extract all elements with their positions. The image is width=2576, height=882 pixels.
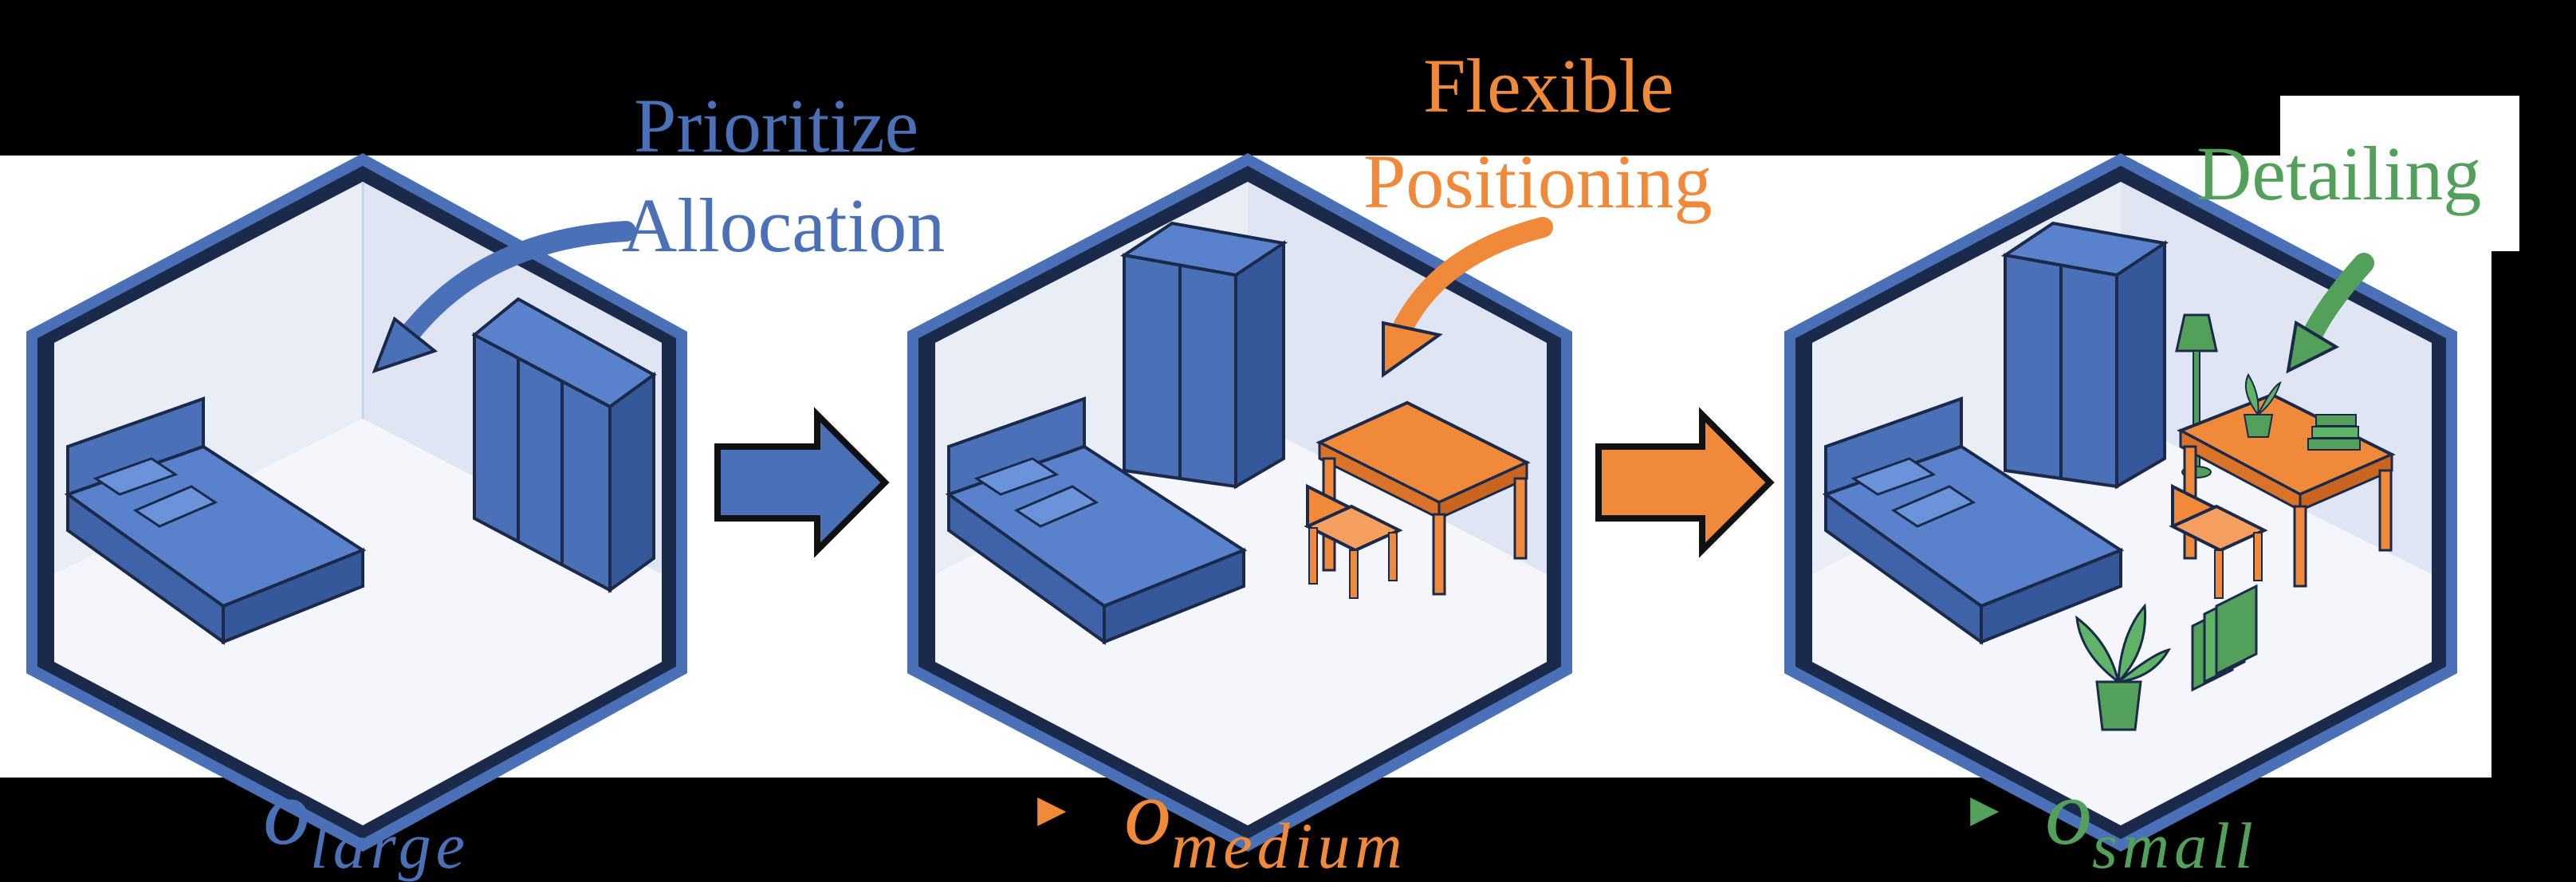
bed-icon	[945, 396, 1248, 645]
wardrobe-icon	[2000, 221, 2169, 490]
flexible-label-line2: Positioning	[1363, 139, 1713, 224]
curved-arrow-icon	[1389, 217, 1553, 345]
chair-icon	[1304, 483, 1403, 599]
stage-symbol: o	[2045, 760, 2092, 864]
wardrobe-icon	[1119, 221, 1288, 490]
bed-icon	[1822, 396, 2125, 645]
wardrobe-icon	[471, 297, 657, 593]
stage-symbol: o	[1124, 760, 1171, 864]
room-large	[26, 153, 687, 852]
prioritize-label-line2: Allocation	[622, 183, 946, 268]
books-icon	[2307, 414, 2361, 451]
arrow-right-icon	[1595, 407, 1775, 558]
flexible-label-line1: Flexible	[1423, 43, 1674, 128]
books-icon	[2191, 584, 2258, 692]
curved-arrow-icon	[2302, 253, 2374, 345]
arrow-right-icon	[714, 407, 890, 558]
room-medium	[907, 153, 1572, 852]
stage-label-small: osmall	[2045, 766, 2258, 879]
stage-label-medium: omedium	[1124, 766, 1407, 879]
chair-icon	[2169, 483, 2268, 599]
plant-icon	[2243, 372, 2282, 438]
plant-icon	[2075, 603, 2172, 731]
curved-arrow-icon	[392, 221, 636, 353]
stage-subscript: small	[2092, 809, 2258, 882]
stage-label-large: olarge	[263, 766, 470, 879]
bed-icon	[64, 396, 367, 645]
stage-subscript: medium	[1171, 809, 1407, 882]
white-band-right-top	[2280, 96, 2519, 251]
stage-subscript: large	[310, 809, 470, 882]
room-small	[1784, 153, 2457, 852]
stage-symbol: o	[263, 760, 310, 864]
prioritize-label-line1: Prioritize	[634, 83, 919, 168]
detailing-label: Detailing	[2196, 131, 2482, 216]
desk-icon	[1316, 400, 1531, 596]
